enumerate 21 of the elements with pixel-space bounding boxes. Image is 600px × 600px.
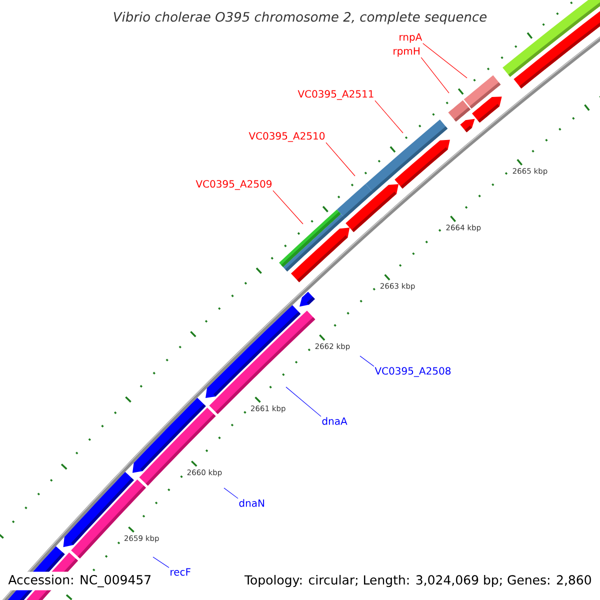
leader-line [420, 57, 450, 94]
gene-label: rpmH [394, 47, 420, 57]
title: Vibrio cholerae O395 chromosome 2, complete sequence [114, 12, 487, 24]
gene-label: VC0395_A2508 [374, 367, 451, 377]
footer-note: Accession: NC_009457 [4, 572, 156, 590]
leader-line [360, 356, 374, 367]
footer-note: Topology: circular; Length: 3,024,069 bp; Genes: 2,860 [240, 572, 596, 590]
gene-label: VC0395_A2509 [196, 180, 272, 190]
gene-label: VC0395_A2510 [248, 132, 325, 142]
gene-label: dnaN [239, 499, 264, 507]
leader-line [224, 488, 238, 499]
gene-label: VC0395_A2511 [298, 90, 374, 100]
leader-line [286, 386, 322, 417]
gene-label: recF [170, 568, 190, 576]
leader-line [422, 43, 468, 78]
gene-label: dnaA [322, 417, 348, 425]
leader-line [326, 142, 356, 176]
leader-line [152, 556, 170, 568]
gene-label: rnpA [400, 33, 422, 43]
leader-line [272, 190, 304, 224]
leader-line [374, 100, 404, 134]
